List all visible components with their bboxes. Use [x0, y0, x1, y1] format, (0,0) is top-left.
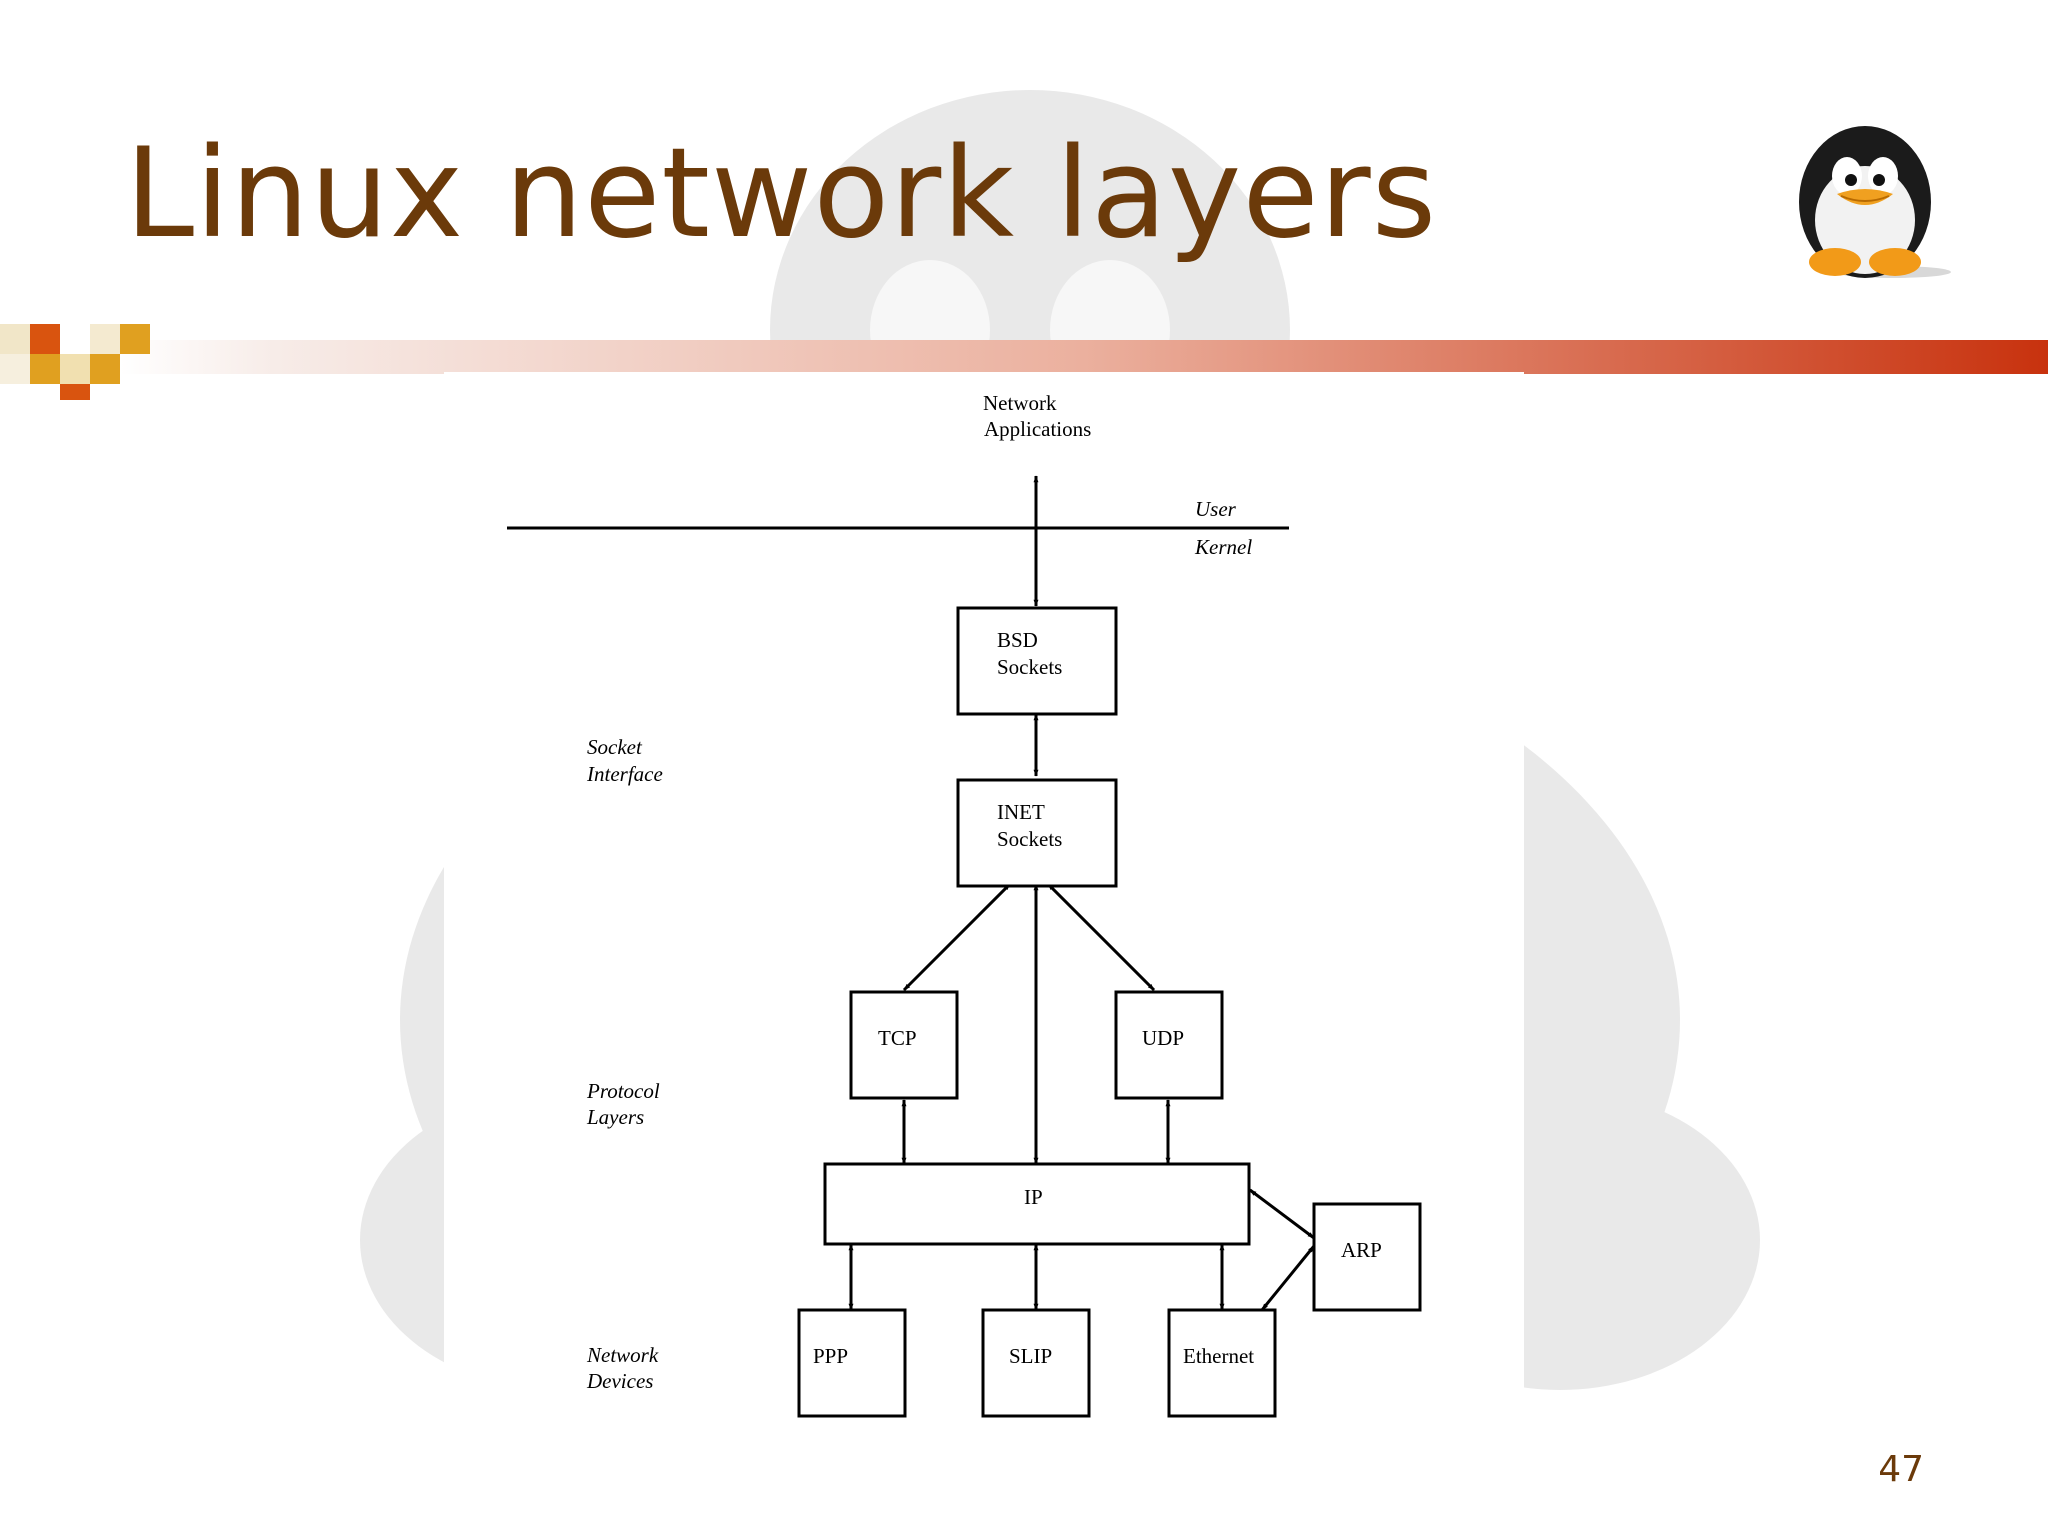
slip-box: SLIP	[981, 1308, 1091, 1418]
udp-label: UDP	[1142, 1026, 1184, 1050]
inet-udp-arrow	[1046, 882, 1156, 992]
udp-box: UDP	[1114, 990, 1224, 1100]
arp-label: ARP	[1341, 1238, 1382, 1262]
tux-penguin-icon	[1799, 126, 1951, 278]
network-applications-label-line1: Network	[983, 391, 1057, 415]
network-devices-label-line1: Network	[586, 1343, 659, 1367]
inet-sockets-box: INET Sockets	[956, 778, 1118, 888]
tcp-label: TCP	[878, 1026, 917, 1050]
ppp-box: PPP	[797, 1308, 907, 1418]
ppp-label: PPP	[813, 1344, 848, 1368]
inet-sockets-label-line2: Sockets	[997, 827, 1062, 851]
ethernet-label: Ethernet	[1183, 1344, 1254, 1368]
slip-label: SLIP	[1009, 1344, 1052, 1368]
tcp-box: TCP	[849, 990, 959, 1100]
ethernet-box: Ethernet	[1167, 1308, 1277, 1418]
network-layers-diagram: Network Applications User Kernel Socket …	[507, 391, 1422, 1418]
protocol-layers-label-line1: Protocol	[586, 1079, 660, 1103]
user-label: User	[1195, 497, 1237, 521]
kernel-label: Kernel	[1194, 535, 1252, 559]
socket-interface-label-line1: Socket	[587, 735, 643, 759]
network-applications-label-line2: Applications	[984, 417, 1091, 441]
inet-tcp-arrow	[902, 882, 1012, 992]
title-divider-bar	[0, 324, 2048, 400]
slide-title: Linux network layers	[125, 122, 1438, 266]
protocol-layers-label-line2: Layers	[586, 1105, 644, 1129]
bsd-sockets-label-line1: BSD	[997, 628, 1038, 652]
ethernet-arp-arrow	[1260, 1245, 1316, 1311]
bsd-sockets-label-line2: Sockets	[997, 655, 1062, 679]
bsd-sockets-box: BSD Sockets	[956, 606, 1118, 716]
diagram-card: Network Applications User Kernel Socket …	[444, 372, 1524, 1452]
ip-box: IP	[823, 1162, 1251, 1246]
inet-sockets-label-line1: INET	[997, 800, 1045, 824]
ip-arp-arrow	[1249, 1188, 1315, 1240]
socket-interface-label-line2: Interface	[586, 762, 663, 786]
ip-label: IP	[1024, 1185, 1043, 1209]
network-devices-label-line2: Devices	[586, 1369, 653, 1393]
arp-box: ARP	[1312, 1202, 1422, 1312]
page-number: 47	[1878, 1449, 1924, 1490]
checker-squares-icon	[0, 324, 150, 400]
